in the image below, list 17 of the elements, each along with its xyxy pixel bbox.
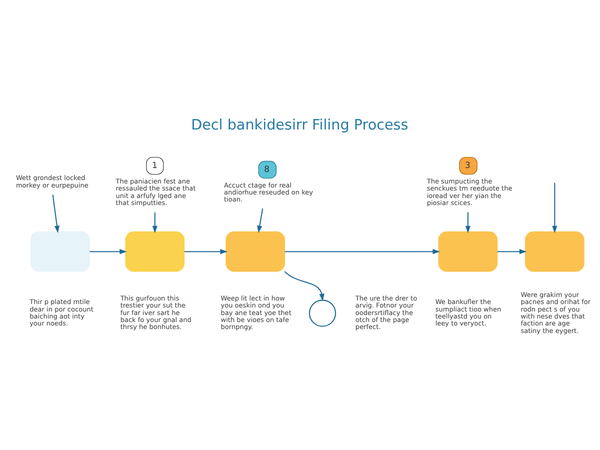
node-circle (308, 299, 336, 326)
node-box (438, 230, 498, 272)
arrow (152, 212, 158, 233)
arrow (184, 248, 228, 254)
diagram-title: Decl bankidesirr Filing Process (191, 117, 408, 134)
arrow (497, 248, 527, 254)
node-box (125, 230, 185, 272)
arrow (90, 248, 127, 254)
arrow (284, 248, 440, 254)
node-box (525, 230, 584, 272)
arrow (52, 194, 60, 233)
node-box (226, 230, 285, 272)
arrow (257, 208, 264, 233)
arrow (284, 270, 324, 301)
arrow (465, 212, 470, 233)
arrow (552, 182, 558, 233)
node-box (30, 230, 90, 272)
